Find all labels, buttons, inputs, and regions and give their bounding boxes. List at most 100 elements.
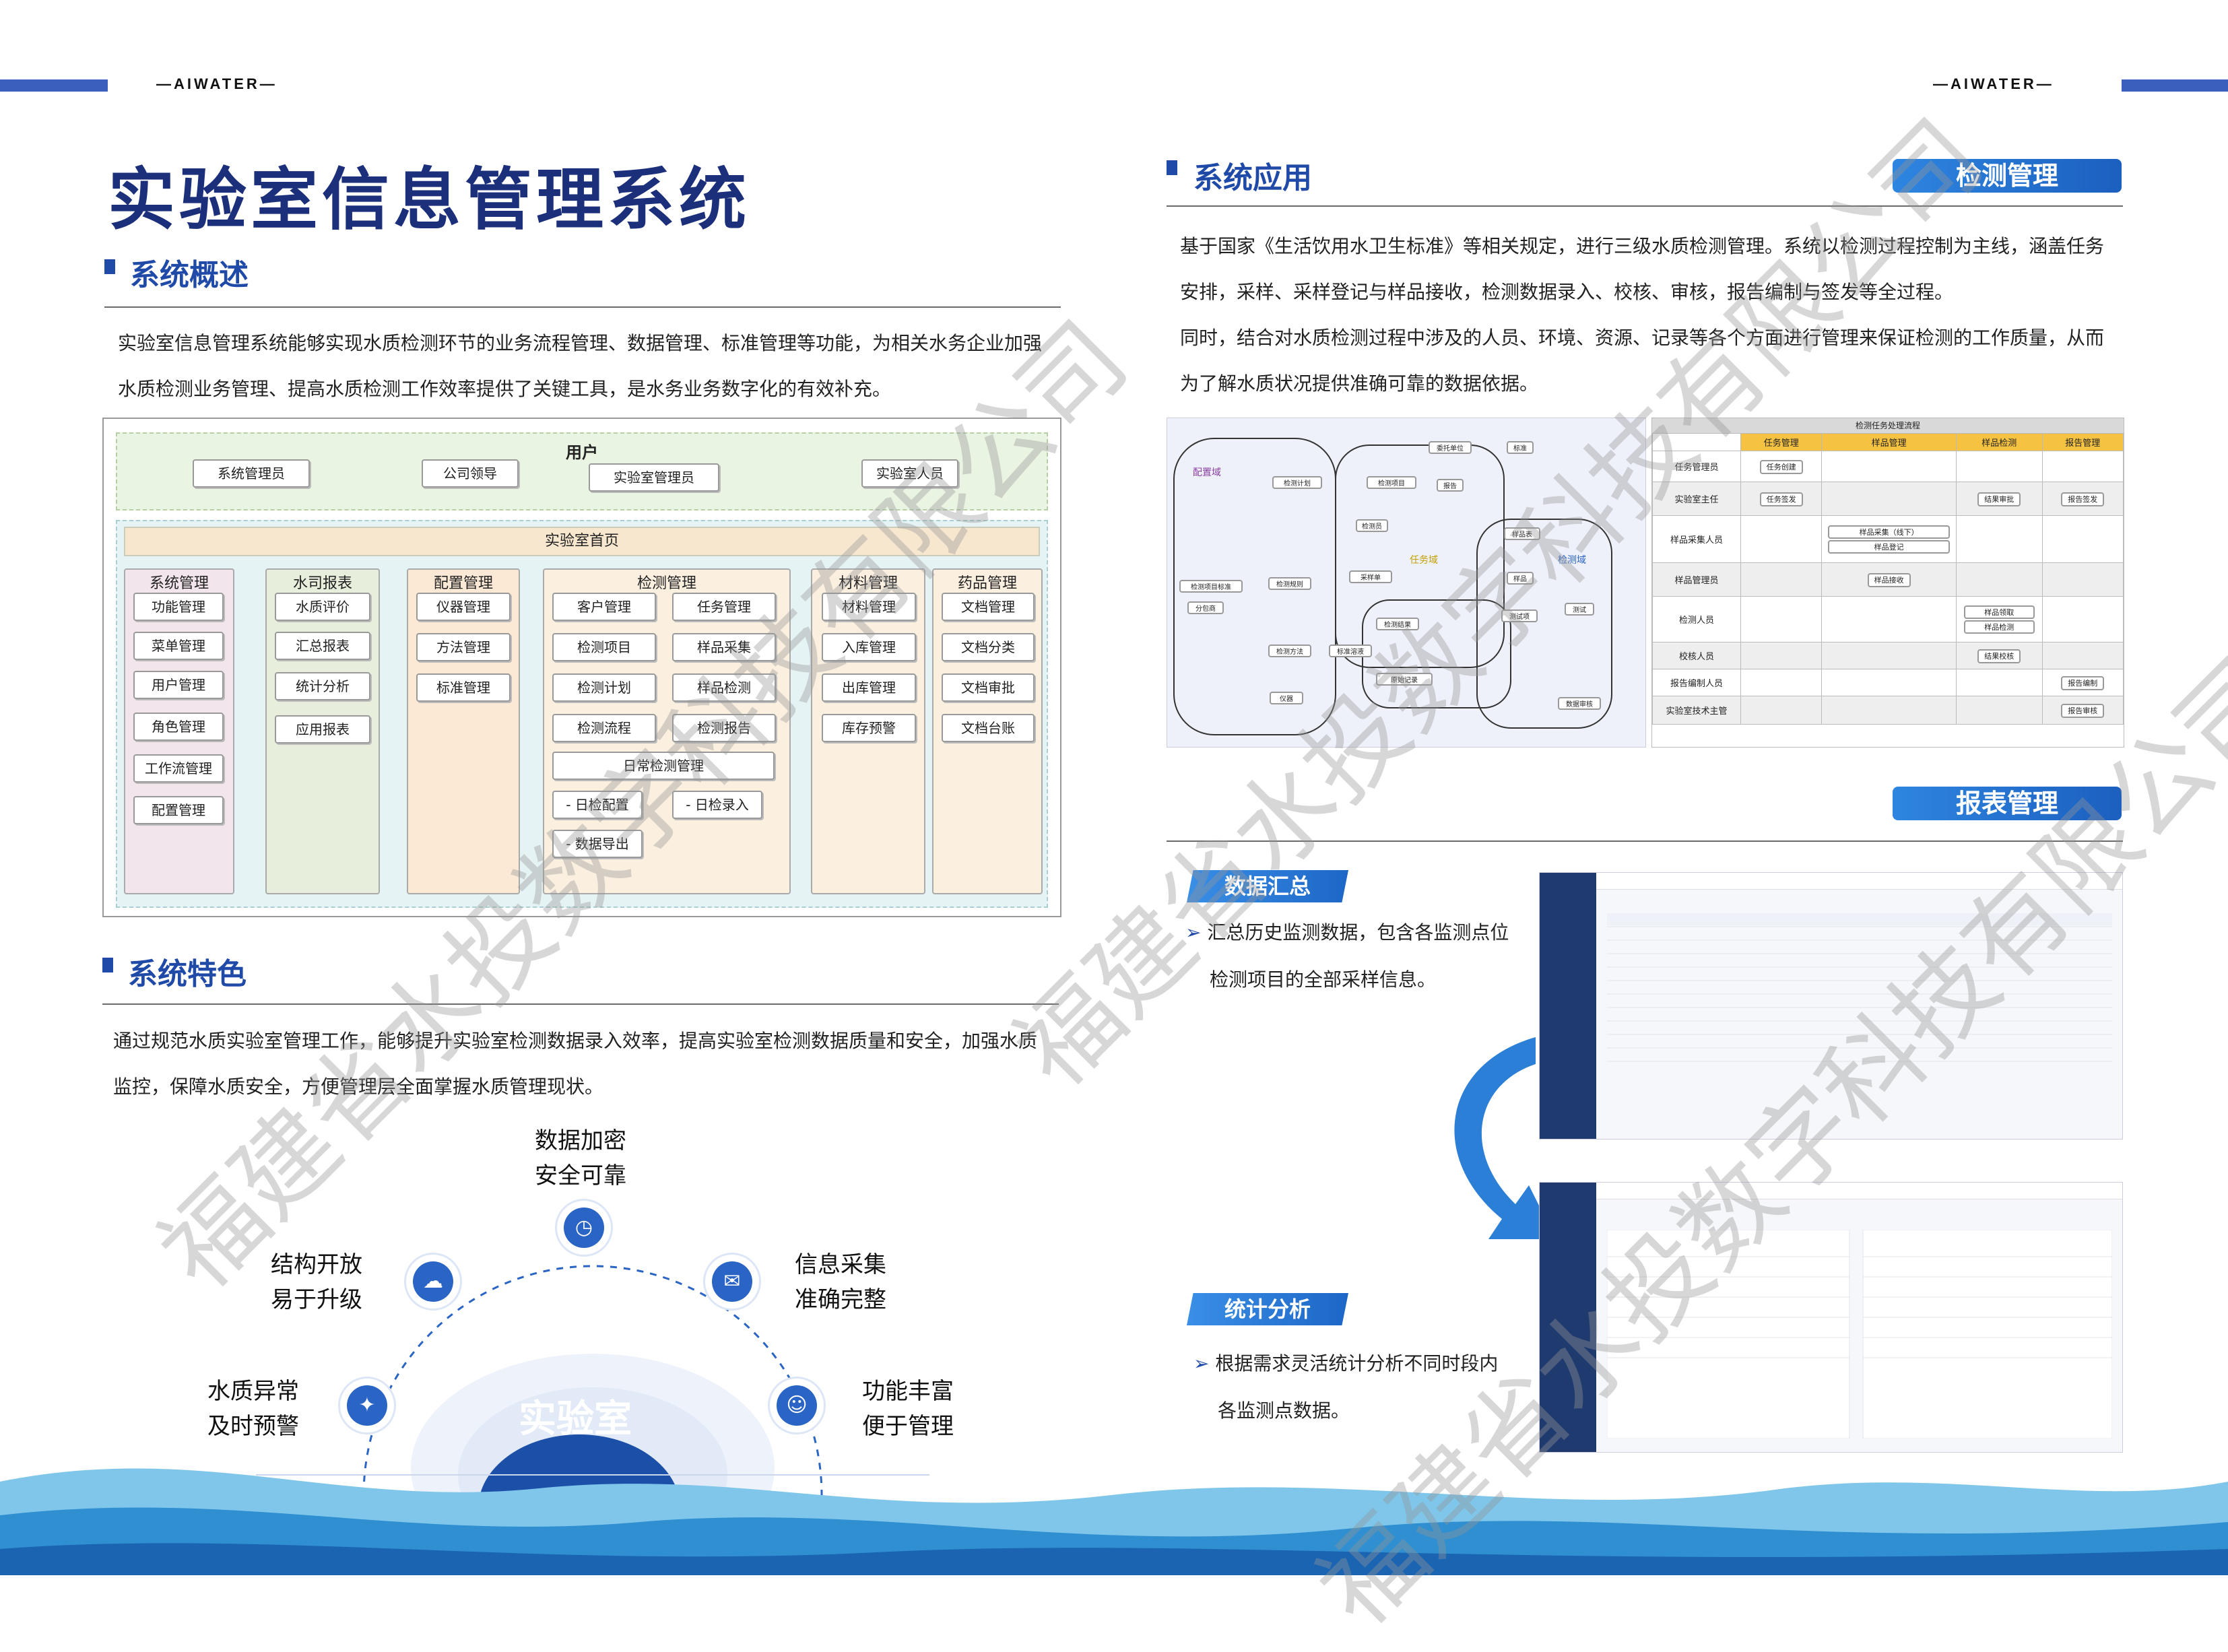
feature-line: 及时预警 — [207, 1413, 299, 1440]
module-title: 配置管理 — [433, 575, 493, 592]
user-role: 实验室管理员 — [589, 463, 719, 492]
module-item: 材料管理 — [822, 593, 916, 621]
feature-line: 易于升级 — [271, 1286, 362, 1313]
module-item: 文档台账 — [942, 714, 1035, 742]
user-role: 系统管理员 — [193, 459, 310, 488]
domain-diagram: 配置域 任务域 检测域 检测计划 检测项目 委托单位 报告 标准 样品表 检测员… — [1167, 418, 1646, 748]
module-item: 文档管理 — [942, 593, 1035, 621]
center-label: 实验室 — [519, 1397, 632, 1441]
feature-alarm: 水质异常 及时预警 — [207, 1374, 299, 1444]
application-text: 基于国家《生活饮用水卫生标准》等相关规定，进行三级水质检测管理。系统以检测过程控… — [1180, 224, 2123, 407]
stats-screenshot — [1539, 1182, 2123, 1453]
module-report: 水司报表 水质评价 汇总报表 统计分析 应用报表 — [265, 568, 380, 894]
screenshot-sidebar — [1540, 873, 1596, 1139]
summary-text: ➢ 汇总历史监测数据，包含各监测点位 检测项目的全部采样信息。 — [1185, 909, 1509, 1003]
diagram-node: 委托单位 — [1429, 441, 1472, 454]
flow-row: 检测人员 — [1652, 596, 1741, 642]
region-label: 配置域 — [1193, 467, 1221, 478]
flow-col: 样品管理 — [1821, 433, 1957, 451]
overview-line: 水质检测业务管理、提高水质检测工作效率提供了关键工具，是水务业务数字化的有效补充… — [118, 378, 892, 400]
module-item: 功能管理 — [133, 593, 224, 621]
flow-step: 报告编制 — [2061, 675, 2105, 690]
detect-management-badge: 检测管理 — [1893, 159, 2122, 193]
flow-step: 报告签发 — [2061, 492, 2105, 506]
diagram-node: 样品表 — [1504, 527, 1540, 540]
module-item: 检测流程 — [552, 714, 656, 742]
module-item: 水质评价 — [275, 593, 370, 621]
module-title: 检测管理 — [636, 575, 696, 592]
module-item: 应用报表 — [275, 715, 370, 744]
feature-line: 信息采集 — [795, 1251, 886, 1278]
summary-line: 检测项目的全部采样信息。 — [1210, 968, 1437, 991]
application-line: 为了解水质状况提供准确可靠的数据依据。 — [1180, 372, 1539, 395]
heading-marker — [1167, 160, 1177, 175]
flow-step: 样品检测 — [1963, 620, 2035, 634]
curved-arrow-icon — [1454, 1037, 1556, 1239]
module-item: 文档分类 — [942, 633, 1035, 661]
flow-step: 样品采集（线下） — [1828, 525, 1950, 539]
screenshot-topbar — [1596, 1183, 2122, 1199]
module-title: 药品管理 — [957, 575, 1017, 592]
flow-col: 样品检测 — [1955, 433, 2043, 451]
module-item: 仪器管理 — [416, 593, 511, 621]
diagram-node: 样品 — [1507, 572, 1534, 585]
module-item: 样品检测 — [672, 673, 776, 702]
application-line: 同时，结合对水质检测过程中涉及的人员、环境、资源、记录等各个方面进行管理来保证检… — [1180, 327, 2105, 349]
module-item: 文档审批 — [942, 673, 1035, 702]
features-heading: 系统特色 — [128, 957, 247, 991]
divider — [104, 306, 1061, 308]
feature-encrypt: 数据加密 安全可靠 — [535, 1123, 626, 1193]
diagram-node: 检测结果 — [1376, 618, 1419, 630]
module-drug: 药品管理 文档管理 文档分类 文档审批 文档台账 — [932, 568, 1043, 894]
features-line: 监控，保障水质安全，方便管理层全面掌握水质管理现状。 — [113, 1076, 604, 1098]
module-item: 统计分析 — [275, 672, 370, 700]
user-role: 公司领导 — [422, 459, 519, 488]
diagram-node: 检测项目标准 — [1179, 580, 1243, 593]
users-title: 用户 — [566, 443, 598, 462]
module-item: 库存预警 — [822, 714, 916, 742]
module-item: 菜单管理 — [133, 632, 224, 660]
module-detect: 检测管理 客户管理 任务管理 检测项目 样品采集 检测计划 样品检测 检测流程 … — [543, 568, 791, 894]
flow-step: 结果审批 — [1977, 492, 2021, 506]
heading-marker — [104, 259, 115, 274]
stats-line: 各监测点数据。 — [1218, 1399, 1350, 1422]
flow-table: 检测任务处理流程 任务管理 样品管理 样品检测 报告管理 任务管理员任务创建 实… — [1651, 418, 2124, 748]
stats-text: ➢ 根据需求灵活统计分析不同时段内 各监测点数据。 — [1193, 1340, 1498, 1434]
module-item: 用户管理 — [133, 671, 224, 699]
feature-collect: 信息采集 准确完整 — [795, 1247, 886, 1317]
diagram-node: 数据审核 — [1558, 697, 1601, 710]
divider — [1167, 205, 2123, 207]
diagram-node: 采样单 — [1349, 570, 1392, 583]
daily-item: - 日检配置 — [552, 791, 643, 819]
feature-line: 便于管理 — [862, 1413, 954, 1440]
flow-step: 任务签发 — [1759, 492, 1803, 506]
daily-item: - 日检录入 — [672, 791, 762, 819]
diagram-node: 分包商 — [1187, 601, 1224, 614]
flow-corner — [1652, 433, 1741, 451]
flow-step: 样品领取 — [1963, 605, 2035, 619]
module-item: 配置管理 — [133, 796, 224, 824]
module-title: 水司报表 — [292, 575, 352, 592]
diagram-node: 检测规则 — [1268, 577, 1311, 590]
diagram-node: 检测员 — [1356, 519, 1388, 532]
report-management-badge: 报表管理 — [1893, 787, 2122, 820]
overview-line: 实验室信息管理系统能够实现水质检测环节的业务流程管理、数据管理、标准管理等功能，… — [118, 332, 1043, 354]
module-item: 样品采集 — [672, 633, 776, 661]
flow-step: 任务创建 — [1759, 459, 1803, 474]
summary-screenshot — [1539, 872, 2123, 1139]
module-item: 检测项目 — [552, 633, 656, 661]
overview-heading: 系统概述 — [130, 258, 249, 292]
diagram-node: 仪器 — [1270, 692, 1303, 704]
flow-step: 报告审核 — [2061, 703, 2105, 718]
module-item: 任务管理 — [672, 593, 776, 621]
module-item: 检测报告 — [672, 714, 776, 742]
module-item: 客户管理 — [552, 593, 656, 621]
water-wave-decoration — [0, 1468, 2228, 1575]
module-item: 角色管理 — [133, 713, 224, 741]
feature-line: 功能丰富 — [862, 1378, 954, 1405]
stats-tag: 统计分析 — [1187, 1293, 1348, 1325]
feature-line: 准确完整 — [795, 1286, 886, 1313]
bulb-icon: ✦ — [338, 1377, 396, 1434]
flow-row: 报告编制人员 — [1652, 669, 1741, 696]
module-item: 方法管理 — [416, 633, 511, 661]
